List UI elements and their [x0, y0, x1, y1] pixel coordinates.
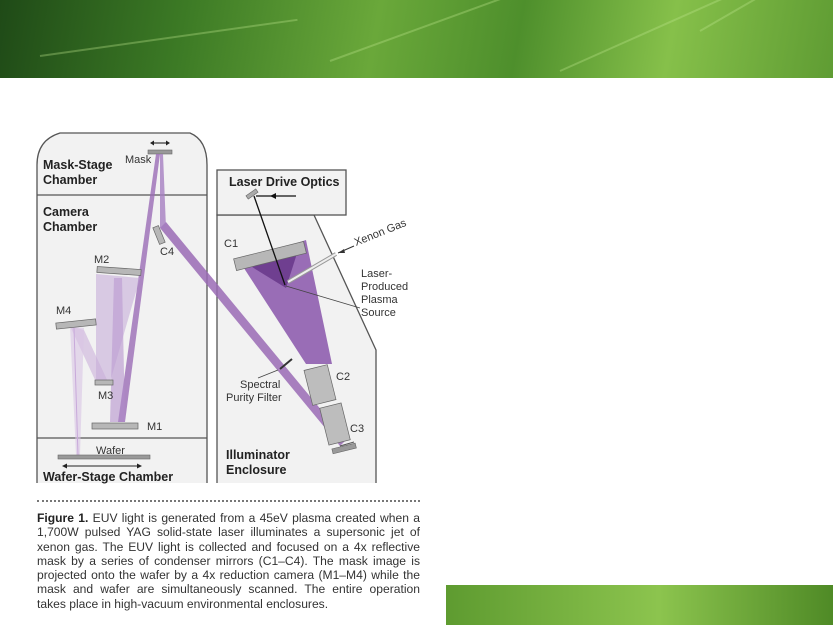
spectral-filter-label: Spectral Purity Filter: [226, 379, 283, 404]
mask-stage-line2: Chamber: [43, 173, 97, 187]
caption-text: EUV light is generated from a 45eV plasm…: [37, 511, 420, 611]
laser-drive-optics-box: [216, 169, 347, 216]
m3-label: M3: [98, 390, 113, 402]
footer-leaf-strip: [446, 585, 833, 625]
m4-label: M4: [56, 305, 71, 317]
camera-line2: Chamber: [43, 220, 97, 234]
xenon-gas-label: Xenon Gas: [353, 217, 409, 249]
plasma-source-line3: Plasma: [361, 294, 399, 306]
plasma-source-line1: Laser-: [361, 268, 393, 280]
mask-label: Mask: [125, 154, 152, 166]
mask-stage-line1: Mask-Stage: [43, 158, 113, 172]
c2-label: C2: [336, 371, 350, 383]
leaf-banner: [0, 0, 833, 78]
figure-caption: Figure 1. EUV light is generated from a …: [37, 511, 420, 611]
wafer-stage-chamber-label: Wafer-Stage Chamber: [43, 470, 173, 484]
m2-label: M2: [94, 254, 109, 266]
c3-label: C3: [350, 423, 364, 435]
m1-label: M1: [147, 421, 162, 433]
plasma-source-line2: Produced: [361, 281, 408, 293]
wafer-label: Wafer: [96, 445, 125, 457]
plasma-source-line4: Source: [361, 307, 396, 319]
spectral-filter-line2: Purity Filter: [226, 392, 282, 404]
laser-drive-optics-label: Laser Drive Optics: [229, 175, 340, 189]
illuminator-line2: Enclosure: [226, 463, 286, 477]
caption-label: Figure 1.: [37, 511, 89, 525]
spectral-filter-line1: Spectral: [240, 379, 280, 391]
illuminator-enclosure-label: Illuminator Enclosure: [226, 448, 293, 477]
c1-label: C1: [224, 238, 238, 250]
camera-chamber-label: Camera Chamber: [43, 205, 97, 234]
illuminator-line1: Illuminator: [226, 448, 290, 462]
mask-stage-chamber-label: Mask-Stage Chamber: [43, 158, 116, 187]
caption-divider: [37, 500, 420, 502]
plasma-source-label: Laser- Produced Plasma Source: [361, 268, 411, 319]
c4-label: C4: [160, 246, 174, 258]
camera-line1: Camera: [43, 205, 90, 219]
